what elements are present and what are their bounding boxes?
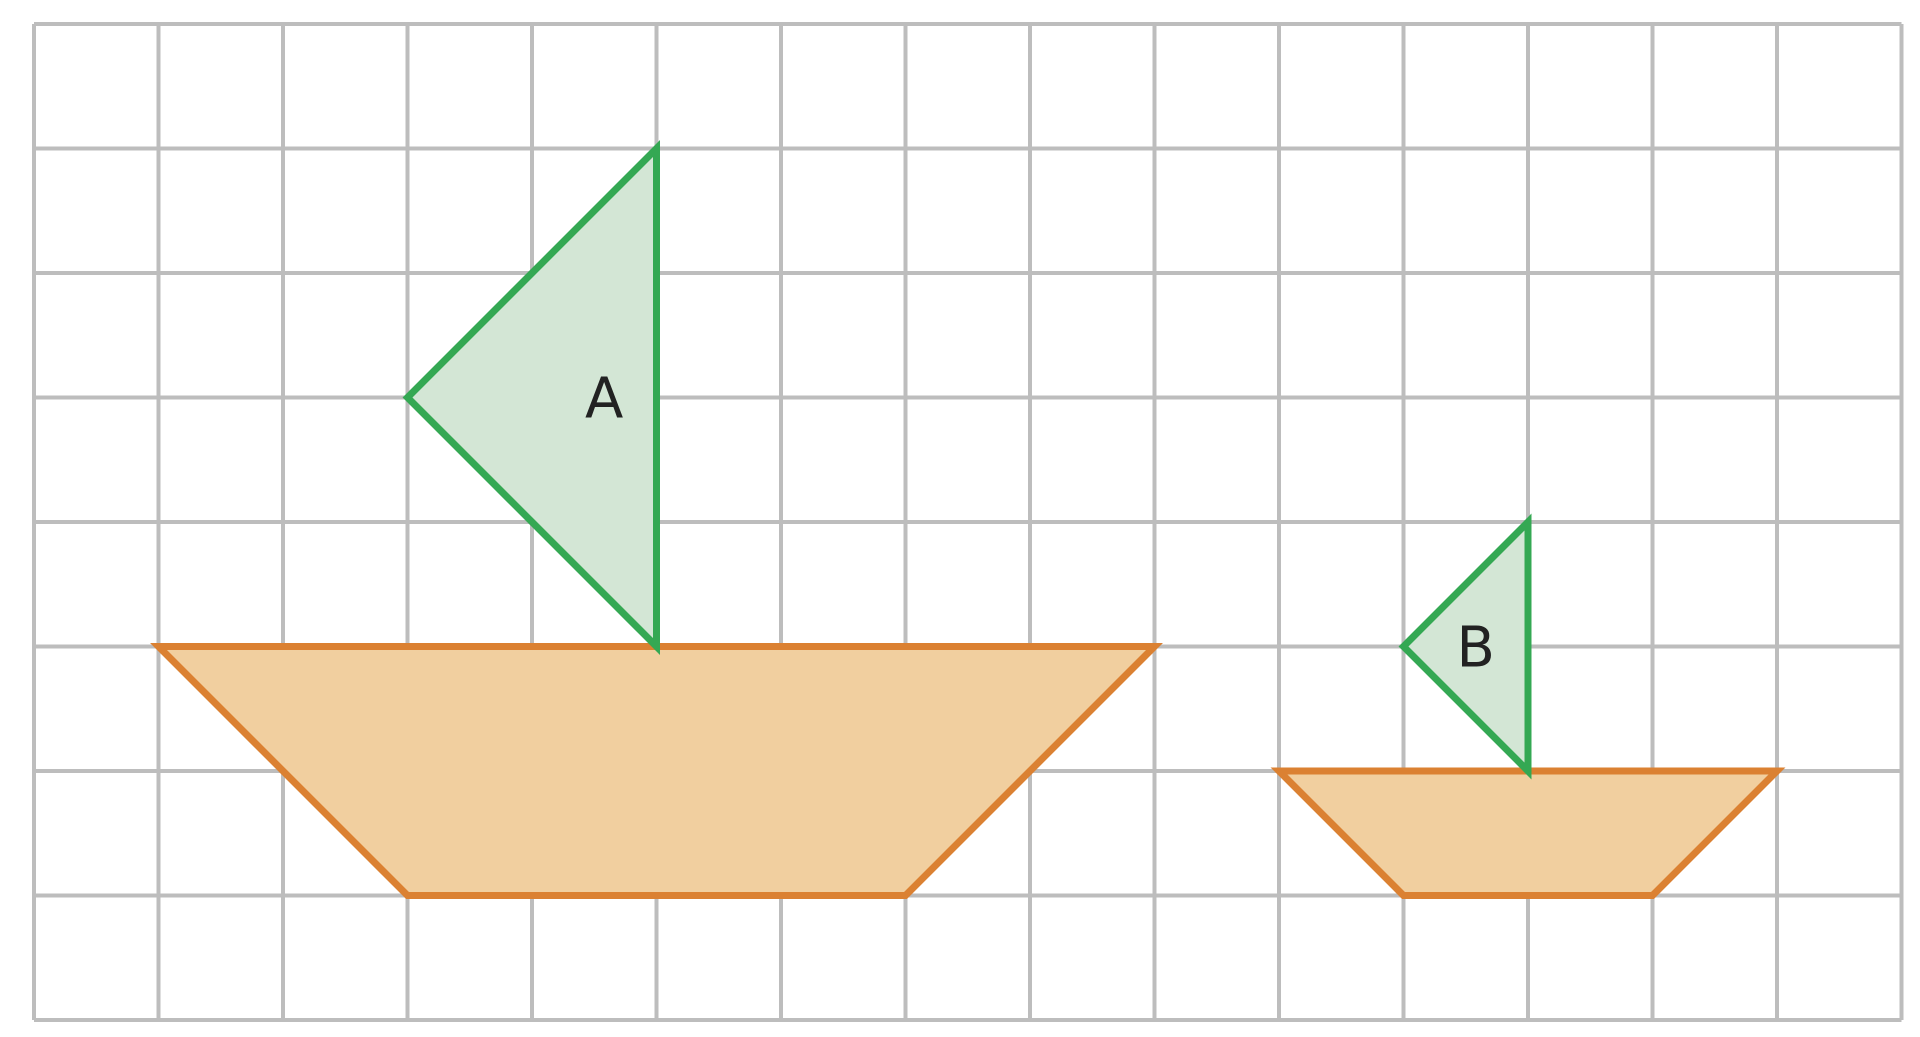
- sail-b-label: B: [1456, 616, 1494, 681]
- hull-b: [1270, 767, 1786, 899]
- hull-a: [150, 643, 1163, 899]
- sail-b: [1398, 513, 1532, 780]
- sail-a: [402, 140, 660, 655]
- sail-a-label: A: [585, 367, 623, 432]
- boat-a: A: [150, 140, 1163, 899]
- boat-b: B: [1270, 513, 1786, 899]
